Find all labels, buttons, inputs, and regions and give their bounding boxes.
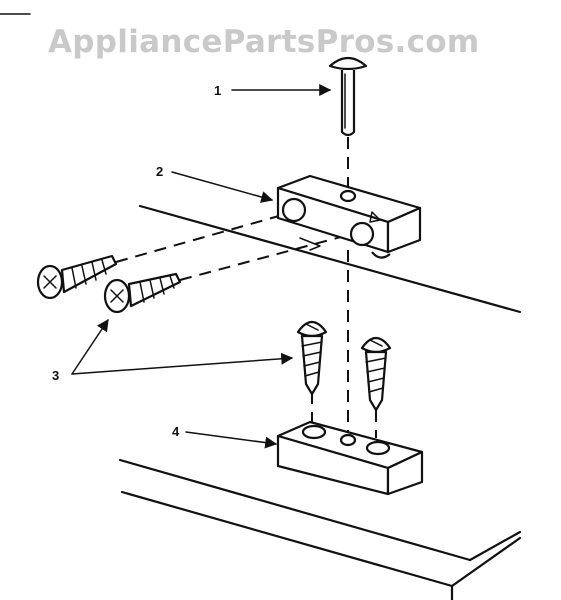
leader-arrow-3a <box>71 319 109 375</box>
leader-arrow-4 <box>185 431 278 449</box>
part-3-screws <box>36 254 392 412</box>
cabinet-edge-line <box>138 204 522 314</box>
alignment-lines <box>115 137 377 438</box>
screw-d <box>360 336 392 412</box>
leader-arrow-2 <box>171 171 274 203</box>
screw-c <box>296 320 328 396</box>
base-panel <box>118 458 522 600</box>
callout-2: 2 <box>156 164 163 179</box>
callout-4: 4 <box>172 424 180 439</box>
screw-a <box>36 254 118 300</box>
callout-3: 3 <box>52 368 59 383</box>
leader-arrow-3b <box>71 352 294 375</box>
leader-arrows <box>71 84 332 449</box>
part-1-pin <box>328 56 368 137</box>
callout-1: 1 <box>214 83 221 98</box>
part-4-lower-bracket <box>276 420 424 496</box>
screw-b <box>103 272 182 314</box>
part-2-upper-bracket <box>276 174 422 259</box>
watermark-text: AppliancePartsPros.com <box>48 24 480 60</box>
